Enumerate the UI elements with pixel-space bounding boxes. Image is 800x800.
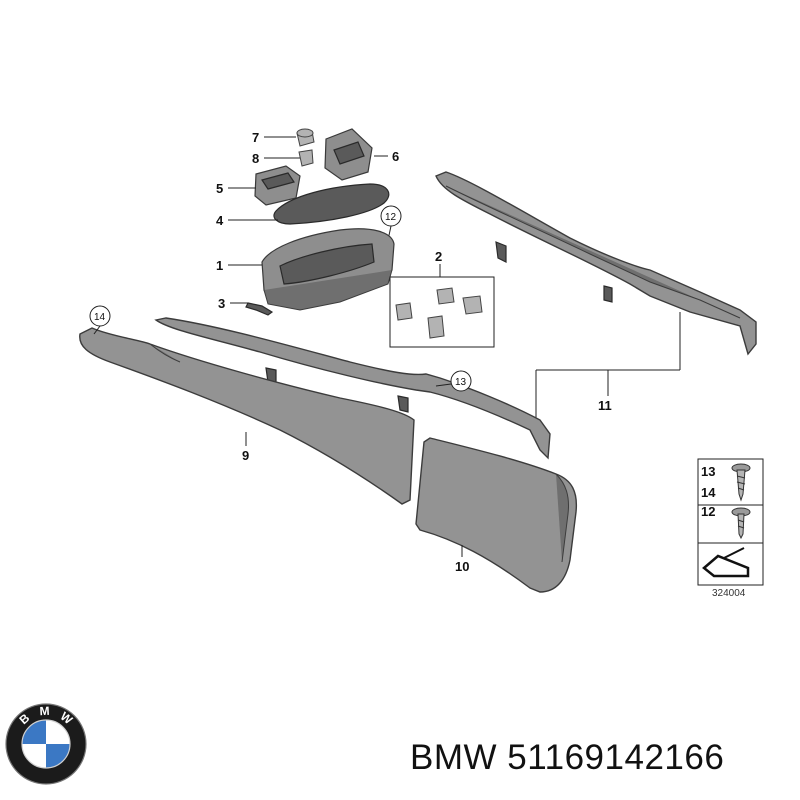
caption-part-number: 51169142166 [507,738,725,777]
screw-icon [731,463,751,502]
callout-11: 11 [598,398,612,413]
callout-2: 2 [435,249,442,264]
callout-1: 1 [216,258,223,273]
callout-14: 14 [94,312,106,323]
callout-7: 7 [252,130,259,145]
callout-13: 13 [455,377,467,388]
reference-number: 324004 [712,588,746,599]
part-6 [324,128,373,181]
leader-lines [228,136,388,304]
part-7 [296,128,315,147]
part-12-marker [380,205,402,241]
part-10 [415,437,578,593]
callout-3: 3 [218,296,225,311]
caption-text: BMW 51169142166 [410,738,790,778]
callout-4: 4 [216,213,224,228]
part-2-box [389,264,495,348]
legend-14: 14 [701,485,716,500]
part-1 [261,228,395,311]
callout-8: 8 [252,151,259,166]
part-3 [245,302,274,316]
fastener-legend: 13 14 12 324004 [697,458,764,599]
screw-icon [731,507,751,540]
callout-10: 10 [455,559,469,574]
callout-5: 5 [216,181,223,196]
part-8 [298,149,314,167]
caption-brand: BMW [410,738,498,777]
part-11 [435,171,757,418]
callout-9: 9 [242,448,249,463]
callout-labels: 7 8 6 5 4 12 2 1 3 14 13 11 9 10 [94,130,612,574]
part-9 [79,305,415,505]
part-13 [154,317,551,460]
legend-12: 12 [701,504,715,519]
callout-6: 6 [392,149,399,164]
callout-12: 12 [385,212,397,223]
legend-13: 13 [701,464,715,479]
part-4 [273,183,390,225]
reference-symbol-icon [702,547,750,578]
